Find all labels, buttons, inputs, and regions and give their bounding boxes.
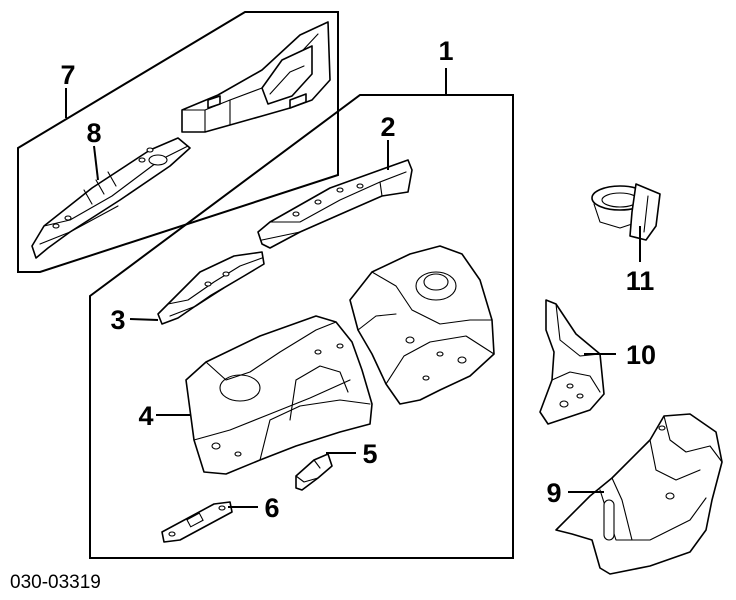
- part-6-bar: [161, 501, 233, 543]
- part-10-bracket: [539, 299, 605, 425]
- diagram-code: 030-03319: [10, 572, 101, 593]
- part-3-rail: [157, 251, 265, 325]
- part-9-shield: [555, 413, 723, 575]
- callout-5: 5: [362, 439, 377, 469]
- group-frame-7: [17, 11, 339, 273]
- callout-7: 7: [60, 60, 75, 90]
- part-5-bracket: [295, 453, 333, 491]
- part-11-bracket: [591, 183, 661, 241]
- part-2-rail: [257, 159, 413, 249]
- callout-6: 6: [264, 493, 279, 523]
- callout-9: 9: [546, 478, 561, 508]
- callout-3: 3: [110, 305, 125, 335]
- part-8-rail: [31, 137, 191, 259]
- callout-10: 10: [626, 340, 656, 370]
- leader-3: [129, 318, 159, 321]
- part-7-rail: [181, 21, 331, 133]
- group-frame-1: [89, 94, 514, 559]
- part-1-wheelhouse: [349, 245, 495, 405]
- callout-8: 8: [86, 118, 101, 148]
- callout-4: 4: [138, 401, 153, 431]
- callout-11: 11: [626, 266, 655, 296]
- callout-2: 2: [380, 112, 395, 142]
- part-4-apron: [185, 315, 373, 475]
- leader-8: [93, 145, 99, 181]
- callout-1: 1: [438, 36, 453, 66]
